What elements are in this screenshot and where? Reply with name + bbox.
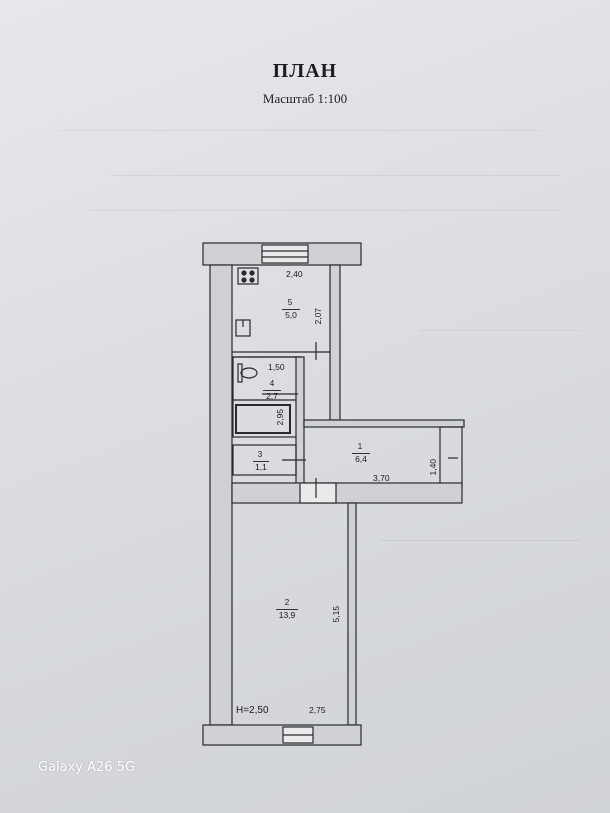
- dim-kitchen-width: 2,40: [286, 269, 303, 279]
- living-right-wall: [347, 502, 357, 726]
- bleed-through-line: [60, 130, 540, 131]
- kitchen-right-wall: [329, 264, 341, 421]
- room-1-area: 6,4: [352, 453, 370, 464]
- left-outer-wall: [209, 264, 233, 726]
- hall-top-wall: [303, 419, 465, 428]
- balcony: [439, 426, 463, 488]
- dim-balcony-depth: 1,40: [428, 458, 439, 476]
- room-2-area: 13,9: [276, 609, 298, 620]
- bathtub: [235, 404, 291, 434]
- room-2-number: 2: [284, 598, 290, 607]
- dim-toilet-width: 1,50: [268, 362, 285, 372]
- stove-icon: [237, 267, 259, 285]
- doorway: [299, 482, 337, 504]
- camera-watermark: Galaxy A26 5G: [38, 760, 136, 775]
- room-5-number: 5: [287, 298, 293, 307]
- bleed-through-line: [90, 210, 560, 211]
- plan-title: ПЛАН: [272, 60, 338, 82]
- toilet-tank: [237, 363, 243, 383]
- kitchen-window: [261, 244, 309, 264]
- room-5-area: 5,0: [282, 309, 300, 320]
- bottom-wall: [202, 724, 362, 746]
- dim-living-depth: 5,15: [331, 605, 342, 623]
- corridor-wall: [295, 356, 305, 488]
- toilet-fixture: [240, 367, 258, 379]
- room-1-number: 1: [357, 442, 363, 451]
- hall-bottom-wall: [231, 482, 463, 504]
- dim-bath-depth: 2,95: [275, 408, 286, 426]
- room-3-area: 1,1: [253, 461, 269, 472]
- bleed-through-line: [110, 175, 560, 176]
- scale-label: Масштаб 1:100: [262, 91, 348, 106]
- room-4-number: 4: [269, 379, 275, 388]
- dim-living-width: 2,75: [309, 705, 326, 715]
- ceiling-height: H=2,50: [236, 705, 269, 716]
- room-4-area: 2,7: [263, 390, 281, 401]
- dim-hall-width: 3,70: [373, 473, 390, 483]
- bleed-through-line: [420, 330, 580, 331]
- room-3-number: 3: [257, 450, 263, 459]
- dim-kitchen-depth: 2,07: [313, 307, 324, 325]
- bleed-through-line: [380, 540, 580, 541]
